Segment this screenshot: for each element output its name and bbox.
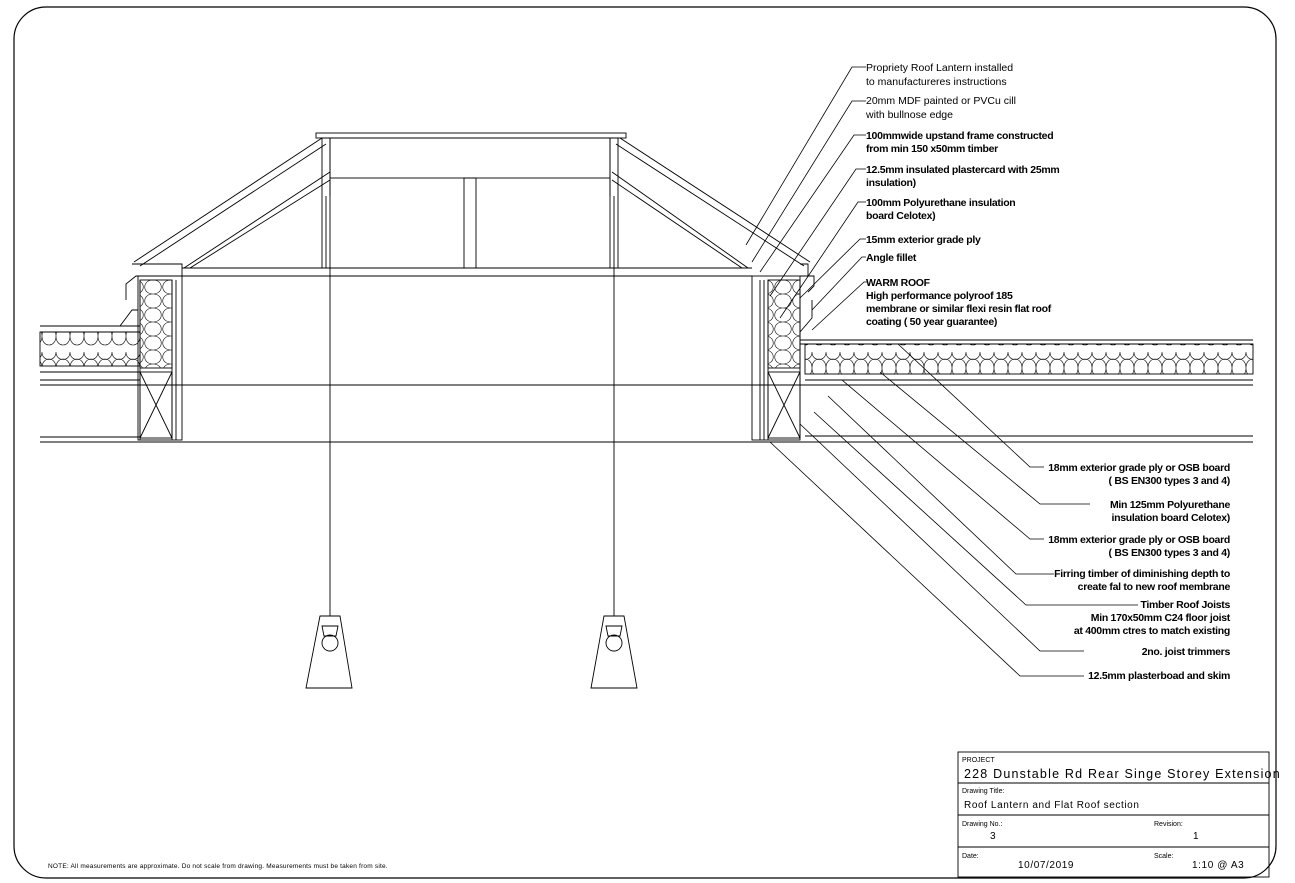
project-label: PROJECT [962,757,995,764]
disclaimer-note: NOTE: All measurements are approximate. … [48,863,388,870]
revision-label: Revision: [1154,821,1183,828]
date: 10/07/2019 [1018,860,1074,871]
scale: 1:10 @ A3 [1192,860,1244,871]
drawing-title-label: Drawing Title: [962,788,1004,795]
callout-trimmers: 2no. joist trimmers [1142,646,1231,658]
section-linework [39,132,1254,689]
drawing-no: 3 [990,831,996,842]
callout-ply: 15mm exterior grade ply [866,234,981,246]
callout-angle-fillet: Angle fillet [866,252,917,264]
callout-deck-ply-lower: 18mm exterior grade ply or OSB board( BS… [1048,534,1230,559]
leader-lines [745,66,1138,677]
drawing-title: Roof Lantern and Flat Roof section [964,800,1140,811]
date-label: Date: [962,853,979,860]
revision: 1 [1193,831,1199,842]
drawing-no-label: Drawing No.: [962,821,1003,828]
callout-deck-ply: 18mm exterior grade ply or OSB board( BS… [1048,462,1230,487]
sheet-border [13,6,1277,879]
scale-label: Scale: [1154,853,1174,860]
callout-ceiling: 12.5mm plasterboad and skim [1088,670,1230,682]
project-name: 228 Dunstable Rd Rear Singe Storey Exten… [964,767,1281,781]
title-block [957,751,1270,878]
callouts-bottom: 18mm exterior grade ply or OSB board( BS… [1048,462,1231,682]
